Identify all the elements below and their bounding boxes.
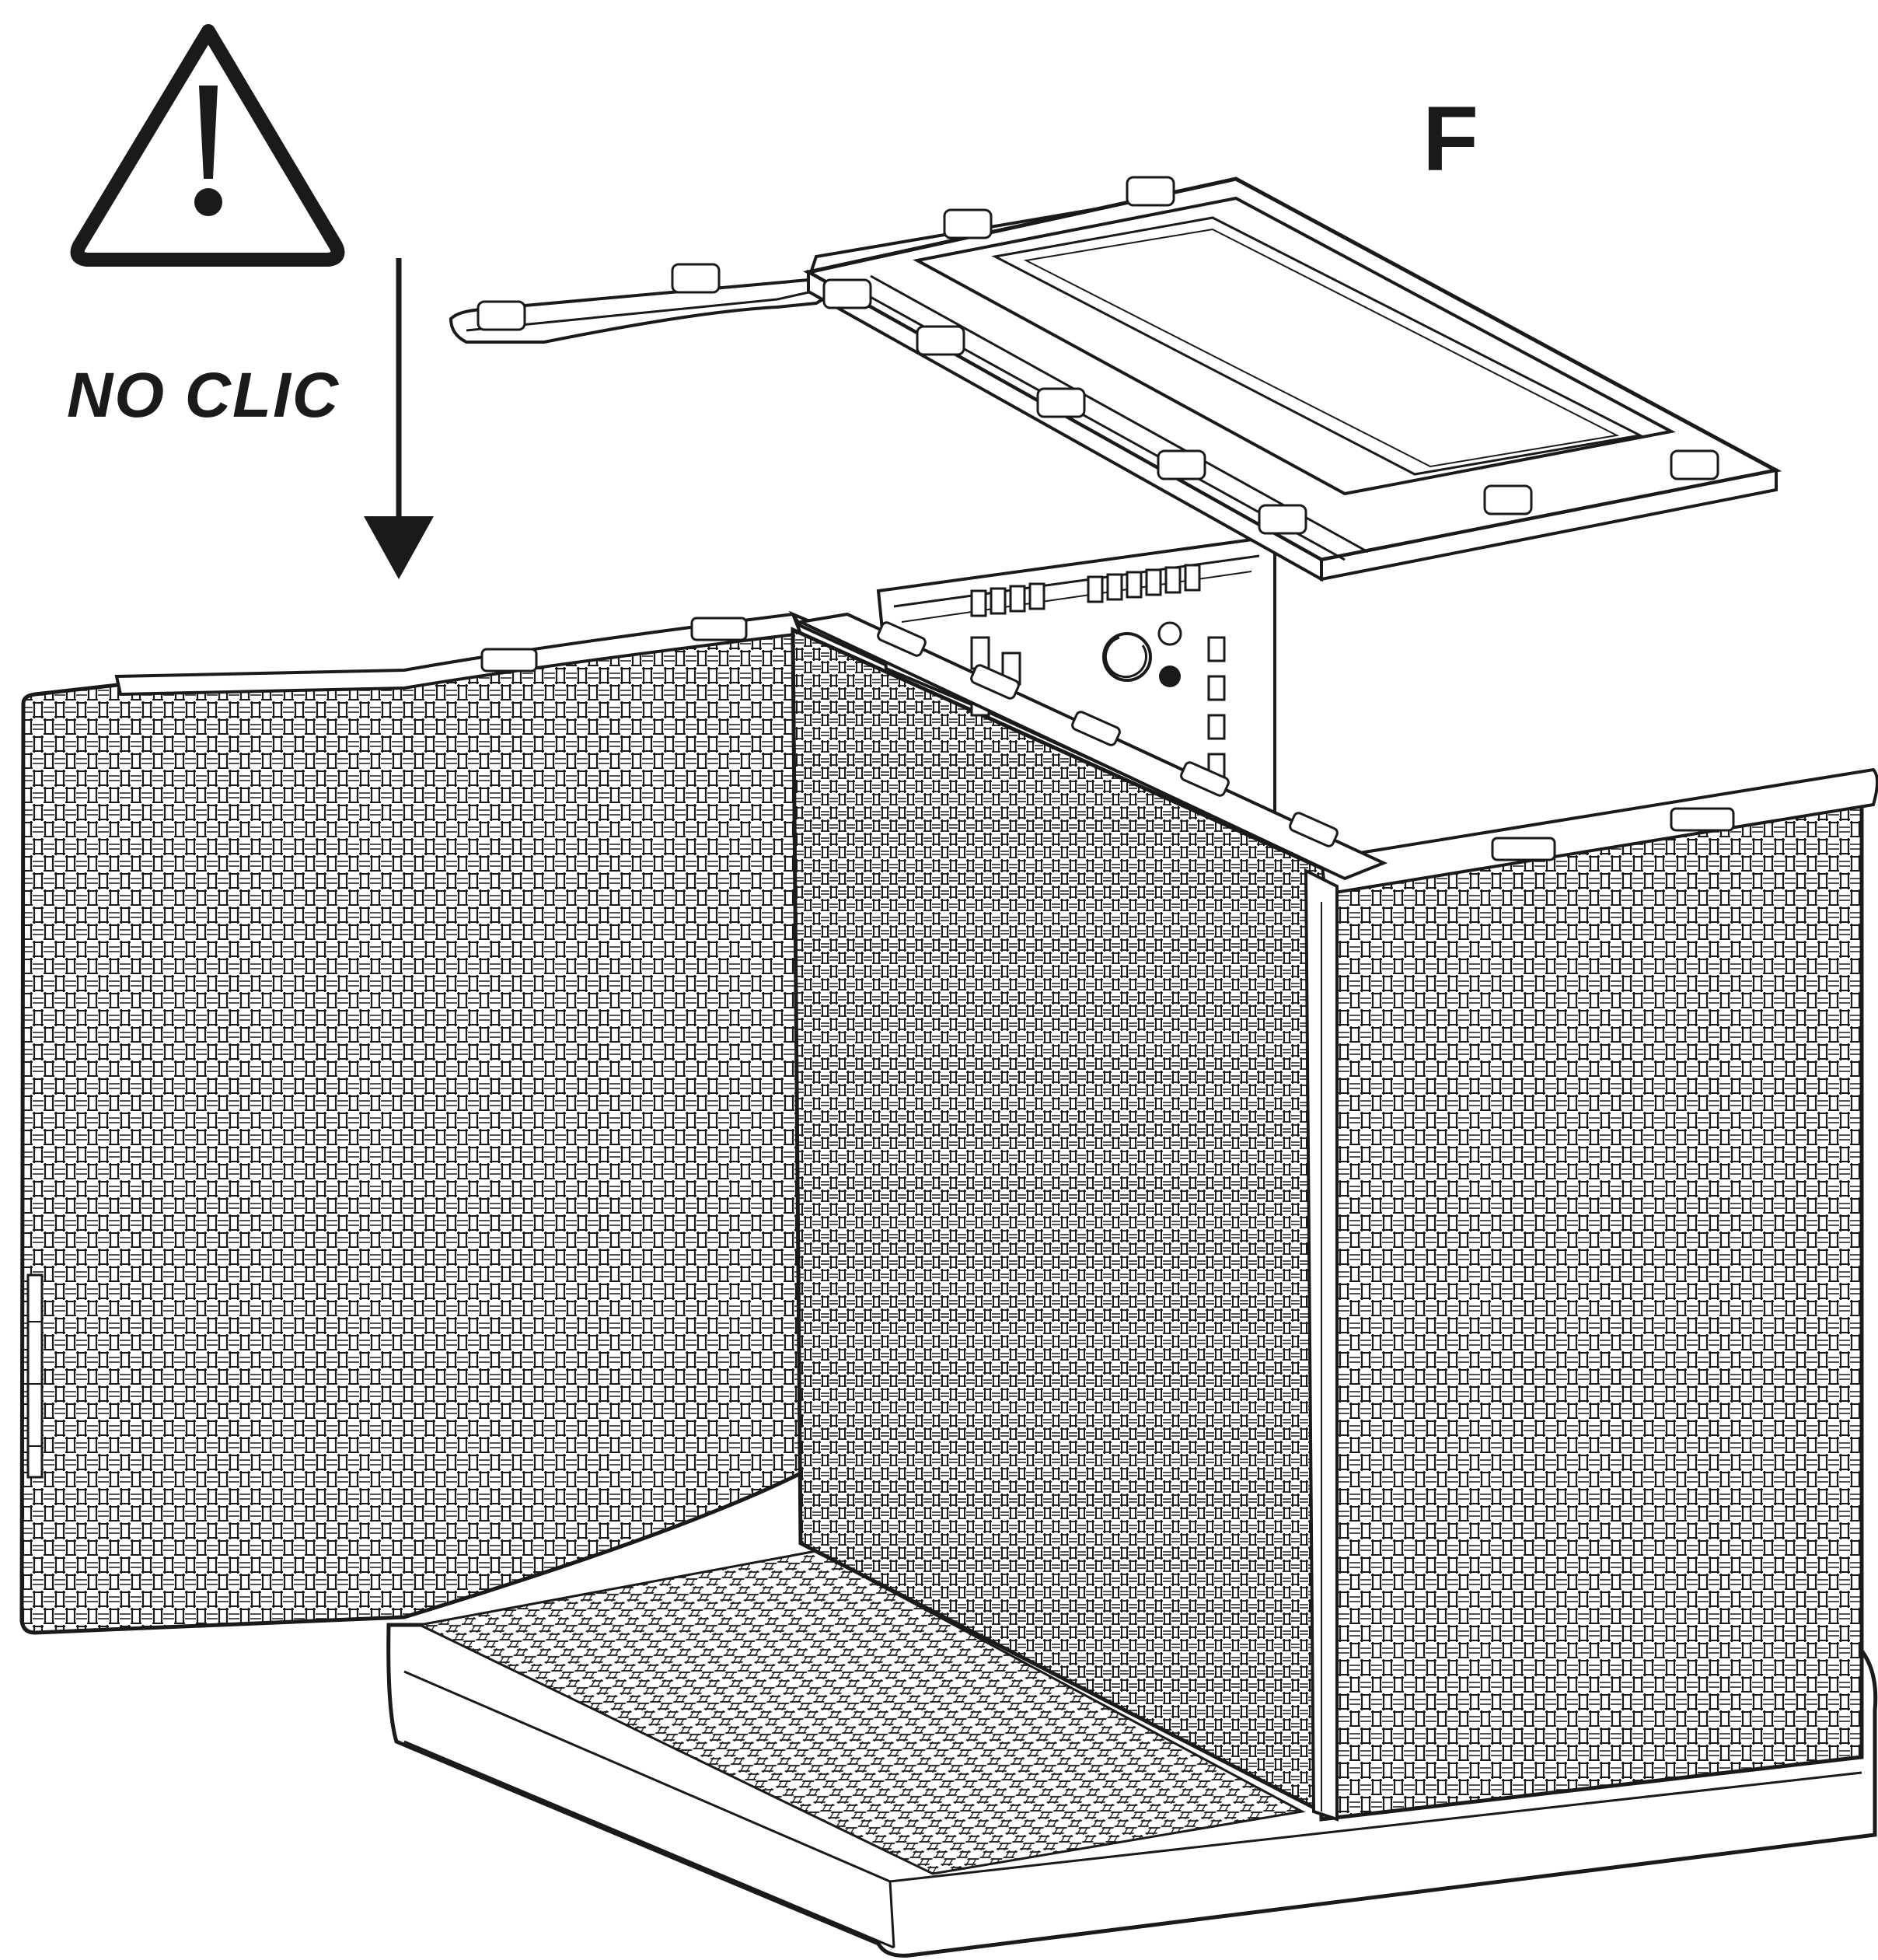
lid-frame: [449, 176, 1782, 582]
no-clic-label: NO CLIC: [67, 360, 340, 431]
left-wall-panel: [19, 627, 803, 1635]
arrow-down-icon: [364, 258, 434, 579]
wall-top-channel: [795, 612, 1388, 881]
inner-corner-post: [876, 534, 1276, 826]
warning-triangle-icon: [70, 24, 345, 267]
step-label: F: [1422, 88, 1479, 190]
right-wall-panel: [1304, 767, 1878, 1822]
